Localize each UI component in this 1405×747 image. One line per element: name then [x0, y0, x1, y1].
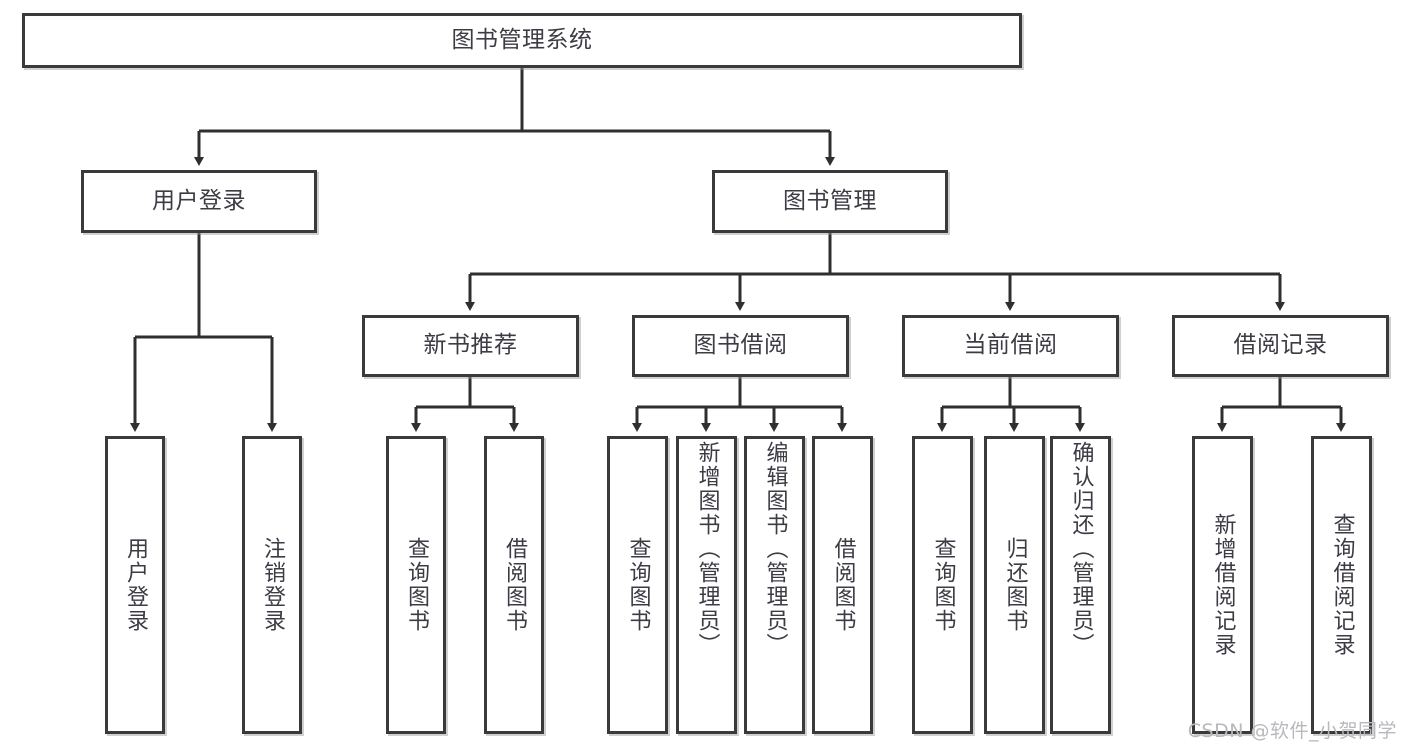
node-leaf-borrow-book-2[interactable]: 借阅图书 — [812, 436, 873, 734]
node-book-manage[interactable]: 图书管理 — [712, 170, 948, 233]
node-leaf-user-logout-label: 注销登录 — [259, 537, 285, 633]
node-root-label: 图书管理系统 — [451, 26, 593, 53]
node-book-borrow[interactable]: 图书借阅 — [632, 315, 849, 377]
node-leaf-query-book-3[interactable]: 查询图书 — [912, 436, 973, 734]
node-book-borrow-label: 图书借阅 — [693, 332, 788, 359]
node-current-borrow-label: 当前借阅 — [963, 332, 1058, 359]
node-leaf-user-login-label: 用户登录 — [122, 537, 148, 633]
watermark: CSDN @软件_小贺同学 — [1187, 720, 1397, 742]
node-leaf-return-book-label: 归还图书 — [1002, 537, 1028, 633]
node-user-login-label: 用户登录 — [152, 187, 246, 214]
node-leaf-user-login[interactable]: 用户登录 — [105, 436, 165, 734]
node-new-book-recommend[interactable]: 新书推荐 — [362, 315, 579, 377]
node-leaf-confirm-return[interactable]: 确认归还（管理员） — [1050, 436, 1111, 734]
node-leaf-user-logout[interactable]: 注销登录 — [242, 436, 302, 734]
node-leaf-add-book[interactable]: 新增图书（管理员） — [676, 436, 737, 734]
node-leaf-query-book-3-label: 查询图书 — [930, 537, 956, 633]
node-leaf-confirm-return-label: 确认归还（管理员） — [1068, 441, 1094, 657]
node-borrow-record[interactable]: 借阅记录 — [1172, 315, 1389, 377]
node-current-borrow[interactable]: 当前借阅 — [902, 315, 1119, 377]
node-leaf-borrow-book-2-label: 借阅图书 — [830, 537, 856, 633]
node-leaf-edit-book[interactable]: 编辑图书（管理员） — [744, 436, 805, 734]
node-leaf-query-book-2-label: 查询图书 — [625, 537, 651, 633]
node-leaf-query-record[interactable]: 查询借阅记录 — [1311, 436, 1372, 734]
node-leaf-add-record[interactable]: 新增借阅记录 — [1192, 436, 1253, 734]
node-user-login[interactable]: 用户登录 — [81, 170, 317, 233]
node-book-manage-label: 图书管理 — [783, 187, 877, 214]
node-new-book-recommend-label: 新书推荐 — [423, 332, 518, 359]
node-leaf-query-record-label: 查询借阅记录 — [1329, 513, 1355, 657]
node-leaf-add-book-label: 新增图书（管理员） — [694, 441, 720, 657]
node-leaf-query-book-1-label: 查询图书 — [403, 537, 429, 633]
node-leaf-return-book[interactable]: 归还图书 — [984, 436, 1045, 734]
node-leaf-query-book-1[interactable]: 查询图书 — [386, 436, 446, 734]
node-leaf-add-record-label: 新增借阅记录 — [1210, 513, 1236, 657]
node-leaf-borrow-book-1[interactable]: 借阅图书 — [484, 436, 544, 734]
node-leaf-edit-book-label: 编辑图书（管理员） — [762, 441, 788, 657]
node-leaf-borrow-book-1-label: 借阅图书 — [501, 537, 527, 633]
node-borrow-record-label: 借阅记录 — [1233, 332, 1328, 359]
node-root[interactable]: 图书管理系统 — [22, 13, 1022, 68]
node-leaf-query-book-2[interactable]: 查询图书 — [607, 436, 668, 734]
